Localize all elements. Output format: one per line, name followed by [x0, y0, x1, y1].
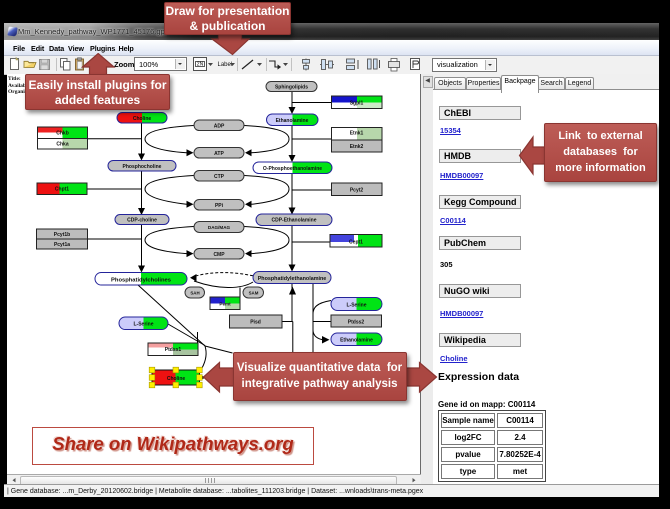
svg-text:DAG/MAG: DAG/MAG	[208, 225, 231, 230]
svg-text:2N: 2N	[197, 62, 204, 68]
svg-text:Pcyt1a: Pcyt1a	[54, 242, 70, 248]
svg-text:L-Serine: L-Serine	[133, 322, 153, 328]
svg-text:Phosphocholine: Phosphocholine	[123, 164, 162, 170]
svg-text:CDP-Ethanolamine: CDP-Ethanolamine	[271, 218, 316, 224]
svg-text:Choline: Choline	[167, 376, 186, 382]
svg-text:Phosphatidylcholines: Phosphatidylcholines	[111, 278, 171, 284]
svg-text:PPi: PPi	[215, 203, 224, 209]
svg-text:Choline: Choline	[133, 116, 152, 122]
svg-text:O-Phosphoethanolamine: O-Phosphoethanolamine	[263, 166, 322, 172]
svg-text:Etnk1: Etnk1	[350, 131, 364, 137]
svg-text:Chka: Chka	[56, 142, 68, 148]
svg-text:Cept1: Cept1	[349, 240, 363, 246]
svg-text:Etnk2: Etnk2	[350, 144, 364, 150]
svg-text:Ethanolamine: Ethanolamine	[340, 338, 373, 344]
svg-text:CTP: CTP	[214, 174, 225, 180]
svg-text:Pisd: Pisd	[250, 320, 261, 326]
svg-text:Chkb: Chkb	[56, 131, 69, 137]
svg-text:CMP: CMP	[213, 252, 225, 258]
svg-text:L-Serine: L-Serine	[346, 303, 366, 309]
svg-text:Ptdss1: Ptdss1	[165, 347, 182, 353]
svg-text:Sgpl1: Sgpl1	[350, 101, 364, 107]
svg-text:ADP: ADP	[214, 124, 225, 130]
svg-text:SAH: SAH	[190, 291, 199, 296]
svg-text:Sphingolipids: Sphingolipids	[275, 85, 308, 91]
svg-text:Pcyt2: Pcyt2	[350, 188, 364, 194]
svg-text:ATP: ATP	[214, 151, 224, 157]
svg-text:Ethanolamine: Ethanolamine	[276, 118, 309, 124]
svg-text:Label: Label	[218, 62, 233, 68]
svg-text:SAM: SAM	[249, 291, 259, 296]
svg-text:Phosphatidylethanolamine: Phosphatidylethanolamine	[258, 276, 327, 282]
svg-text:Pemt: Pemt	[219, 302, 231, 307]
svg-text:Chpt1: Chpt1	[55, 187, 69, 193]
svg-text:Pcyt1b: Pcyt1b	[54, 232, 70, 238]
svg-text:CDP-choline: CDP-choline	[127, 218, 157, 224]
svg-text:Ptdss2: Ptdss2	[348, 320, 365, 326]
